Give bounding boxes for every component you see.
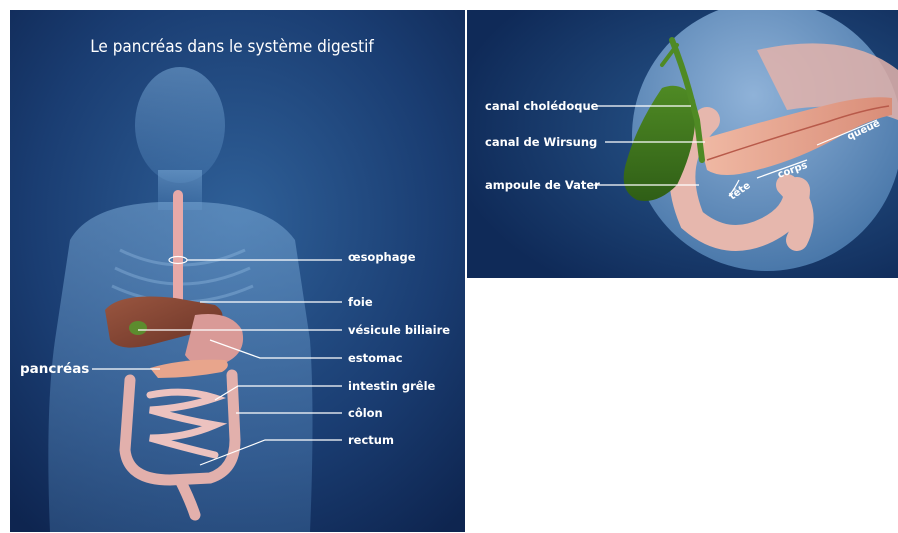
- pancreas-detail-illustration: tête corps queue canal cholédoque canal …: [467, 10, 898, 278]
- label-pancreas: pancréas: [20, 361, 89, 377]
- label-rectum: rectum: [348, 433, 394, 447]
- label-ampoule-vater: ampoule de Vater: [485, 178, 600, 192]
- label-canal-choledoque: canal cholédoque: [485, 99, 599, 113]
- gallbladder: [129, 321, 147, 335]
- label-estomac: estomac: [348, 351, 403, 365]
- label-colon: côlon: [348, 406, 383, 420]
- diagram-title: Le pancréas dans le système digestif: [90, 37, 374, 57]
- digestive-system-panel: Le pancréas dans le système digestif œso…: [10, 10, 465, 532]
- label-oesophage: œsophage: [348, 250, 416, 264]
- label-canal-wirsung: canal de Wirsung: [485, 135, 597, 149]
- label-foie: foie: [348, 295, 373, 309]
- label-intestin-grele: intestin grêle: [348, 379, 436, 393]
- label-vesicule-biliaire: vésicule biliaire: [348, 323, 450, 337]
- digestive-system-illustration: Le pancréas dans le système digestif œso…: [10, 10, 465, 532]
- pancreas-detail-panel: tête corps queue canal cholédoque canal …: [467, 10, 898, 278]
